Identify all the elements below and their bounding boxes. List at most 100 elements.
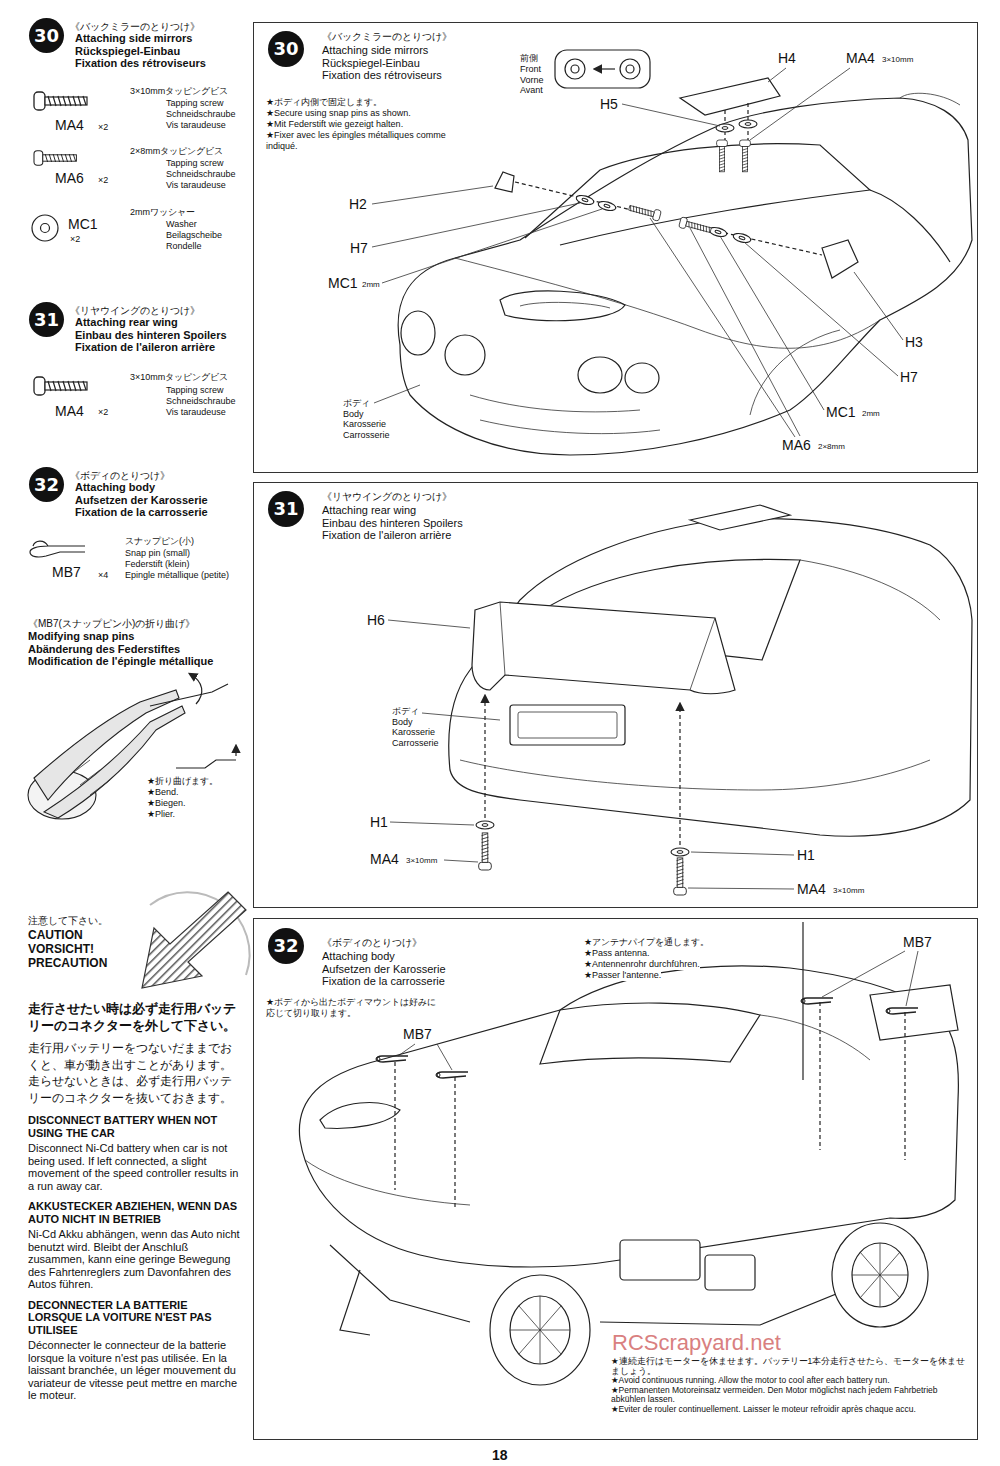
caution-text: 走行用バッテリーをつないだままでおくと、車が動き出すことがあります。走らせないと… — [28, 1040, 243, 1106]
callout-label: H2 — [349, 196, 367, 212]
step-number: 32 — [268, 928, 304, 964]
quantity: ×2 — [98, 122, 108, 133]
callout-label: MC1 — [328, 275, 358, 291]
callout-label: H4 — [778, 50, 796, 66]
callout-label: MA4 — [797, 881, 826, 897]
quantity: ×2 — [98, 175, 108, 186]
dimension: 2×8mm — [818, 442, 845, 452]
callout-label: MA4 — [370, 851, 399, 867]
step-heading: Attaching rear wing — [75, 316, 178, 329]
step-panel: 《ボディのとりつけ》Attaching bodyAufsetzen der Ka… — [253, 918, 978, 1440]
step-heading: Abänderung des Federstiftes — [28, 643, 180, 656]
part-spec: 3×10mmタッピングビス — [130, 86, 228, 97]
caution-text: Ni-Cd Akku abhängen, wenn das Auto nicht… — [28, 1228, 243, 1291]
step-number: 31 — [268, 491, 304, 527]
part-spec: Tapping screw — [166, 158, 224, 169]
assembly-note: ★Fixer avec les épingles métalliques com… — [266, 130, 451, 152]
assembly-note: ★Mit Federstift wie gezeigt halten. — [266, 119, 451, 130]
caution-text: DISCONNECT BATTERY WHEN NOT USING THE CA… — [28, 1114, 243, 1139]
part-name: ボディ — [343, 398, 370, 409]
caution-note: ★連続走行はモーターを休ませます。バッテリー1本分走行させたら、モーターを休ませ… — [611, 1357, 971, 1376]
part-name: Karosserie — [392, 727, 435, 738]
part-spec: Vis taraudeuse — [166, 407, 226, 418]
step-heading: Fixation de l'aileron arrière — [75, 341, 215, 354]
step-heading: Einbau des hinteren Spoilers — [75, 329, 227, 342]
callout-label: H3 — [905, 334, 923, 350]
part-spec: Rondelle — [166, 241, 202, 252]
step-heading: Attaching body — [75, 481, 155, 494]
step-heading: Fixation des rétroviseurs — [75, 57, 206, 70]
part-name: Carrosserie — [392, 738, 439, 749]
part-spec: Snap pin (small) — [125, 548, 190, 559]
instruction-note: ★折り曲げます。 — [147, 776, 218, 787]
direction-label: 前側 — [520, 53, 538, 64]
part-name: Body — [392, 717, 413, 728]
step-heading: Modifying snap pins — [28, 630, 134, 643]
part-spec: Federstift (klein) — [125, 559, 190, 570]
quantity: ×2 — [70, 234, 80, 245]
direction-label: Avant — [520, 85, 543, 96]
step-number-text: 30 — [273, 40, 298, 58]
callout-label: MB7 — [403, 1026, 432, 1042]
dimension: 2mm — [862, 409, 880, 419]
step-heading: 《バックミラーのとりつけ》 — [322, 31, 452, 43]
step-heading: Rückspiegel-Einbau — [322, 57, 420, 70]
callout-label: MB7 — [903, 934, 932, 950]
part-spec: Vis taraudeuse — [166, 120, 226, 131]
step-number: 31 — [29, 302, 64, 337]
part-spec: Tapping screw — [166, 385, 224, 396]
caution-note: ★Eviter de rouler continuellement. Laiss… — [611, 1405, 971, 1415]
assembly-note: ★Passer l'antenne. — [584, 970, 661, 981]
caution-text: Déconnecter le connecteur de la batterie… — [28, 1339, 243, 1402]
step-number-text: 32 — [34, 476, 59, 494]
instruction-note: ★Bend. — [147, 787, 179, 798]
part-spec: Vis taraudeuse — [166, 180, 226, 191]
car-rear-wing — [388, 505, 972, 895]
assembly-note: ★Secure using snap pins as shown. — [266, 108, 451, 119]
assembly-note: ★Pass antenna. — [584, 948, 650, 959]
step-heading: Fixation de la carrosserie — [75, 506, 208, 519]
part-spec: 3×10mmタッピングビス — [130, 372, 228, 383]
quantity: ×2 — [98, 407, 108, 418]
part-spec: Schneidschraube — [166, 109, 236, 120]
caution-arrow — [142, 892, 250, 988]
caution-heading: PRECAUTION — [28, 956, 107, 970]
part-spec: Tapping screw — [166, 98, 224, 109]
part-spec: 2×8mmタッピングビス — [130, 146, 223, 157]
caution-text: Disconnect Ni-Cd battery when car is not… — [28, 1142, 243, 1192]
callout-label: MA6 — [782, 437, 811, 453]
step-heading: Attaching body — [322, 950, 395, 963]
assembly-note: ★アンテナパイプを通します。 — [584, 937, 709, 948]
part-spec: 2mmワッシャー — [130, 207, 195, 218]
dimension: 2mm — [362, 280, 380, 290]
step-heading: Attaching side mirrors — [322, 44, 428, 57]
part-code: MA6 — [55, 170, 84, 186]
caution-note: ★Permanenten Motoreinsatz vermeiden. Den… — [611, 1386, 971, 1405]
step-number-text: 31 — [273, 500, 298, 518]
step-heading: 《ボディのとりつけ》 — [322, 937, 422, 949]
car-side-mirrors — [372, 50, 972, 455]
step-heading: Rückspiegel-Einbau — [75, 45, 180, 58]
dimension: 3×10mm — [882, 55, 913, 65]
part-code: MA4 — [55, 403, 84, 419]
instruction-note: ★Biegen. — [147, 798, 186, 809]
dimension: 3×10mm — [833, 886, 864, 896]
part-code: MB7 — [52, 564, 81, 580]
step-heading: Einbau des hinteren Spoilers — [322, 517, 463, 530]
part-code: MA4 — [55, 117, 84, 133]
dimension: 3×10mm — [406, 856, 437, 866]
part-name: Body — [343, 409, 364, 420]
page-number: 18 — [492, 1447, 508, 1463]
step-heading: 《リヤウイングのとりつけ》 — [322, 491, 452, 503]
instruction-note: ★Plier. — [147, 809, 175, 820]
caution-heading: CAUTION — [28, 928, 83, 942]
part-name: ボディ — [392, 706, 419, 717]
step-heading: 《MB7(スナップピン小)の折り曲げ》 — [28, 617, 195, 630]
callout-label: H5 — [600, 96, 618, 112]
assembly-note: ★Antennenrohr durchführen. — [584, 959, 700, 970]
callout-label: H6 — [367, 612, 385, 628]
caution-text: DECONNECTER LA BATTERIE LORSQUE LA VOITU… — [28, 1299, 243, 1337]
quantity: ×4 — [98, 570, 108, 581]
step-number-text: 31 — [34, 311, 59, 329]
part-spec: Schneidschraube — [166, 169, 236, 180]
